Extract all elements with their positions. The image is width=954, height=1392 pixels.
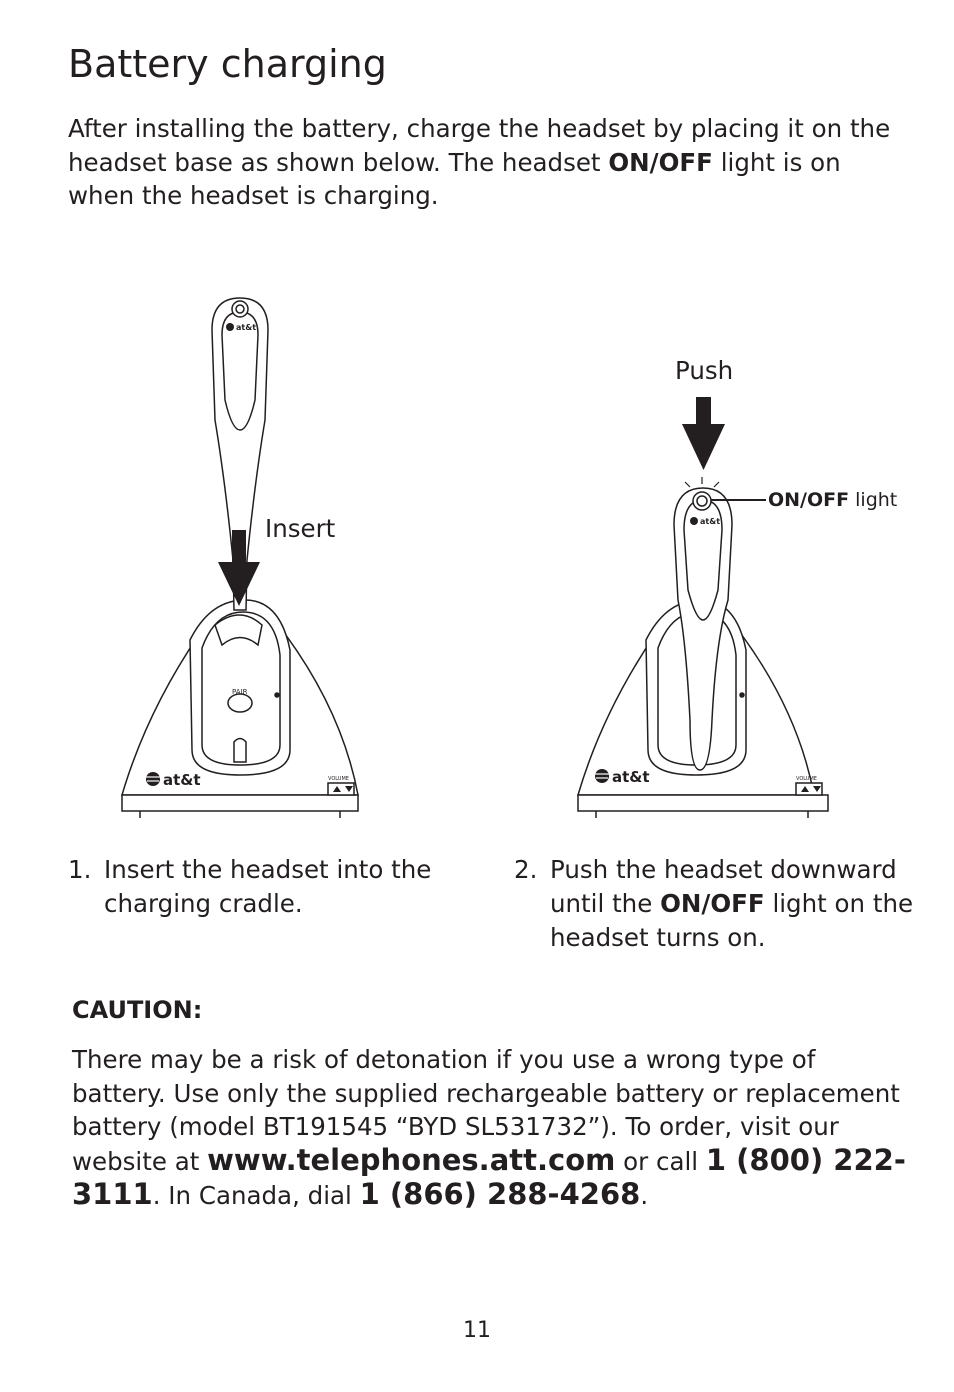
push-label: Push [675, 356, 733, 385]
insert-arrow-icon [218, 530, 260, 606]
step-2: 2. Push the headset downward until the O… [514, 853, 934, 955]
caution-heading: CAUTION: [72, 996, 203, 1024]
brand-text-right: at&t [612, 768, 650, 786]
light-rays-icon [684, 477, 720, 488]
step-number: 2. [514, 855, 538, 884]
page-title: Battery charging [68, 42, 387, 86]
onoff-emphasis: ON/OFF [608, 147, 713, 177]
brand-text-headset-left: at&t [236, 323, 256, 332]
volume-label-right: VOLUME [796, 776, 817, 782]
push-arrow-icon [682, 397, 725, 470]
headset-left [211, 297, 269, 611]
volume-label-left: VOLUME [328, 776, 349, 782]
headset-base-left [120, 599, 359, 818]
att-logo-icon [595, 769, 609, 783]
phone-canada: 1 (866) 288-4268 [359, 1177, 641, 1211]
page-number: 11 [463, 1318, 491, 1343]
att-logo-icon [226, 323, 234, 331]
step-text: Push the headset downward until the ON/O… [550, 855, 914, 952]
intro-paragraph: After installing the battery, charge the… [68, 114, 891, 210]
headset-right [673, 487, 733, 771]
charging-illustration: PAIR VOLUME at&t at&t Insert VOLUME [120, 297, 897, 818]
step-text: Insert the headset into the charging cra… [104, 855, 432, 918]
brand-text-left: at&t [163, 771, 201, 789]
brand-text-headset-right: at&t [700, 517, 720, 526]
insert-label: Insert [265, 514, 336, 543]
caution-text: There may be a risk of detonation if you… [72, 1045, 906, 1211]
att-logo-icon [690, 517, 698, 525]
pair-label: PAIR [232, 688, 248, 696]
step-1: 1. Insert the headset into the charging … [68, 853, 448, 921]
att-logo-icon [146, 772, 160, 786]
phone-us: 1 (800) 222-3111 [72, 1142, 906, 1211]
website-link[interactable]: www.telephones.att.com [207, 1142, 616, 1177]
step-number: 1. [68, 855, 92, 884]
onoff-light-label: ON/OFF light [768, 489, 897, 511]
